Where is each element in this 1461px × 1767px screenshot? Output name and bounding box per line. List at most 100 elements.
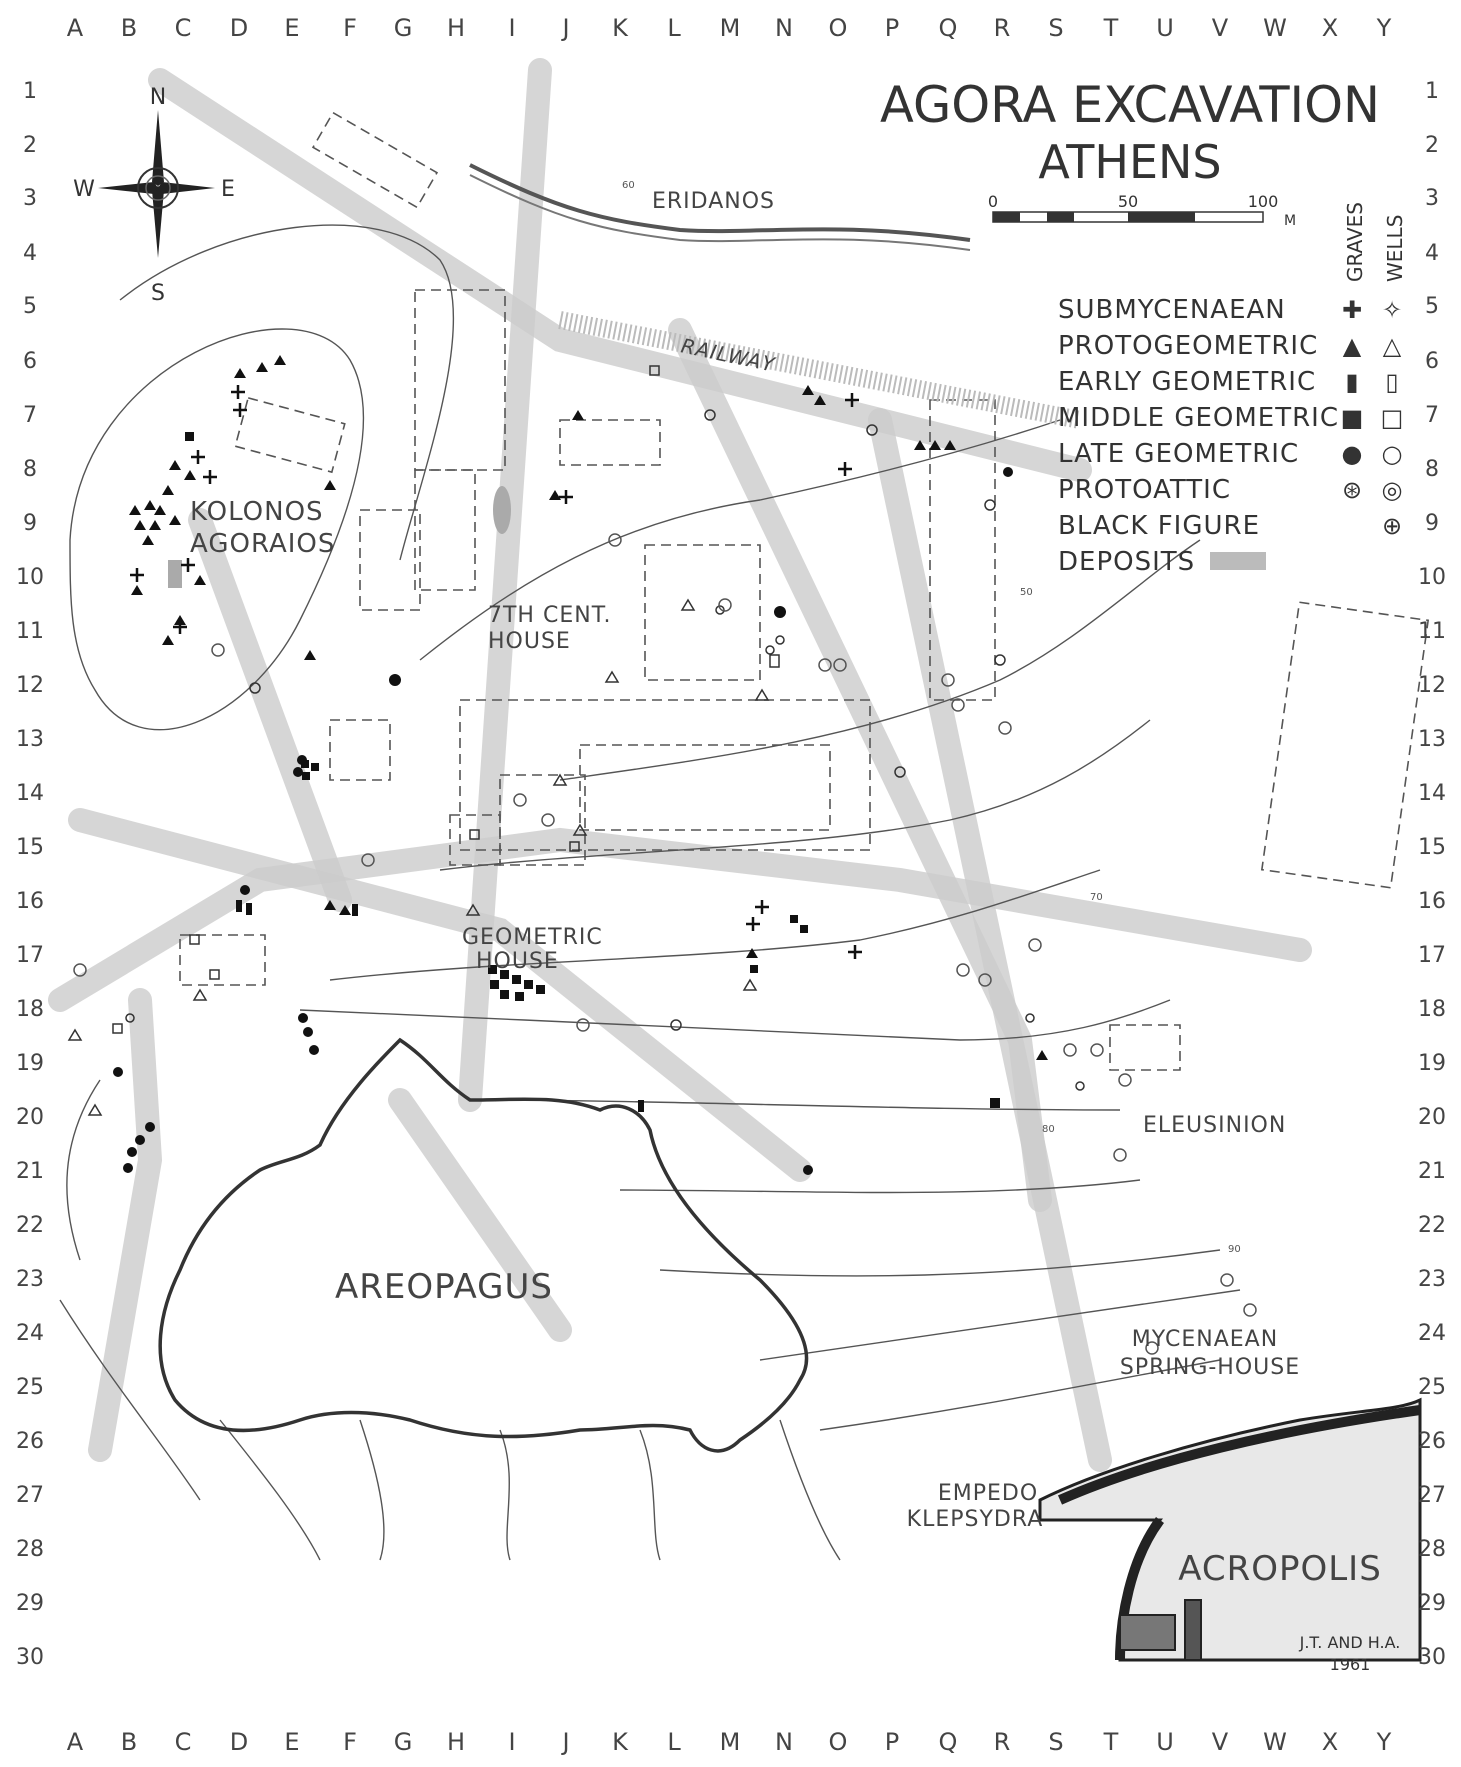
col-label: G (394, 14, 413, 42)
row-label: 18 (16, 997, 44, 1022)
col-label: S (1048, 14, 1063, 42)
row-label: 24 (16, 1321, 44, 1346)
legend-well-symbol: ⊕ (1382, 512, 1402, 540)
row-label: 2 (1425, 133, 1439, 158)
row-label: 23 (16, 1267, 44, 1292)
row-label: 14 (16, 781, 44, 806)
row-label: 19 (1418, 1051, 1446, 1076)
contour-label: 80 (1042, 1124, 1055, 1135)
roads-layer (48, 58, 1312, 1472)
label-7th-house: HOUSE (488, 629, 571, 654)
row-label: 20 (1418, 1105, 1446, 1130)
legend-label: DEPOSITS (1058, 547, 1195, 577)
row-label: 13 (16, 727, 44, 752)
acropolis-outline (1038, 1397, 1422, 1662)
row-label: 25 (1418, 1375, 1446, 1400)
legend-label: LATE GEOMETRIC (1058, 439, 1299, 469)
map-subtitle: ATHENS (1038, 135, 1221, 189)
row-label: 10 (16, 565, 44, 590)
label-mycenaean: MYCENAEAN (1132, 1327, 1278, 1352)
scale-mid: 50 (1118, 192, 1138, 211)
legend-grave-symbol: ■ (1341, 404, 1364, 432)
col-label: U (1156, 14, 1174, 42)
row-label: 18 (1418, 997, 1446, 1022)
legend-label: SUBMYCENAEAN (1058, 295, 1286, 325)
col-label: A (67, 14, 84, 42)
col-label: B (121, 1728, 137, 1756)
areopagus-outline (158, 1037, 809, 1453)
label-klepsydra: KLEPSYDRA (907, 1507, 1044, 1532)
row-label: 14 (1418, 781, 1446, 806)
col-label: T (1103, 1728, 1119, 1756)
col-label: B (121, 14, 137, 42)
row-label: 22 (1418, 1213, 1446, 1238)
row-label: 10 (1418, 565, 1446, 590)
row-label: 21 (1418, 1159, 1446, 1184)
deposit-patches (168, 486, 1266, 588)
row-label: 11 (16, 619, 44, 644)
row-label: 26 (16, 1429, 44, 1454)
row-label: 8 (23, 457, 37, 482)
map-title: AGORA EXCAVATION (880, 76, 1380, 134)
row-label: 24 (1418, 1321, 1446, 1346)
col-label: W (1263, 14, 1287, 42)
contour-label: 70 (1090, 892, 1103, 903)
col-label: C (175, 1728, 192, 1756)
row-label: 23 (1418, 1267, 1446, 1292)
building-outlines (179, 111, 1430, 1071)
row-label: 6 (1425, 349, 1439, 374)
col-label: X (1322, 1728, 1338, 1756)
col-label: A (67, 1728, 84, 1756)
col-label: G (394, 1728, 413, 1756)
col-label: Q (939, 14, 958, 42)
contour-label: 60 (622, 180, 635, 191)
row-label: 3 (1425, 186, 1439, 211)
legend-label: EARLY GEOMETRIC (1058, 367, 1316, 397)
label-agoraios: AGORAIOS (190, 529, 335, 559)
col-label: K (612, 14, 629, 42)
contour-label: 90 (1228, 1244, 1241, 1255)
protoattic-symbols (73, 533, 1257, 1355)
signature: J.T. AND H.A. 1961 (1299, 1633, 1401, 1674)
col-label: M (720, 14, 741, 42)
row-label: 2 (23, 133, 37, 158)
col-label: U (1156, 1728, 1174, 1756)
row-label: 12 (16, 673, 44, 698)
row-label: 27 (16, 1483, 44, 1508)
legend-grave-symbol: ▮ (1345, 368, 1358, 396)
col-label: J (560, 1728, 569, 1756)
col-label: V (1212, 1728, 1229, 1756)
row-label: 15 (1418, 835, 1446, 860)
legend-well-symbol: ▯ (1385, 368, 1398, 396)
row-label: 16 (1418, 889, 1446, 914)
contour-labels: 50 60 70 80 90 (622, 180, 1241, 1255)
row-label: 21 (16, 1159, 44, 1184)
label-eleusinion: ELEUSINION (1143, 1113, 1286, 1138)
legend-well-symbol: ○ (1382, 440, 1403, 468)
row-label: 7 (1425, 403, 1439, 428)
compass-n: N (150, 85, 166, 110)
legend-col-wells: WELLS (1383, 215, 1407, 282)
row-label: 28 (16, 1537, 44, 1562)
label-7th-cent: 7TH CENT. (488, 603, 612, 628)
row-label: 4 (1425, 241, 1439, 266)
label-spring-house: SPRING-HOUSE (1120, 1355, 1300, 1380)
row-label: 1 (23, 79, 37, 104)
grid-rows-left: 1 2 3 4 5 6 7 8 9 10 11 12 13 14 15 16 1… (16, 79, 44, 1670)
col-label: C (175, 14, 192, 42)
col-label: H (447, 14, 465, 42)
row-label: 11 (1418, 619, 1446, 644)
col-label: T (1103, 14, 1119, 42)
row-label: 17 (16, 943, 44, 968)
col-label: N (775, 14, 793, 42)
signature-year: 1961 (1330, 1655, 1371, 1674)
row-label: 5 (1425, 294, 1439, 319)
scale-bar: 0 50 100 M (988, 192, 1296, 229)
grid-rows-right: 1 2 3 4 5 6 7 8 9 10 11 12 13 14 15 16 1… (1418, 79, 1446, 1670)
row-label: 27 (1418, 1483, 1446, 1508)
legend-well-symbol: △ (1383, 332, 1402, 360)
label-geometric-house: HOUSE (476, 949, 559, 974)
col-label: O (829, 14, 848, 42)
col-label: L (667, 1728, 681, 1756)
legend-well-symbol: ✧ (1382, 296, 1402, 324)
